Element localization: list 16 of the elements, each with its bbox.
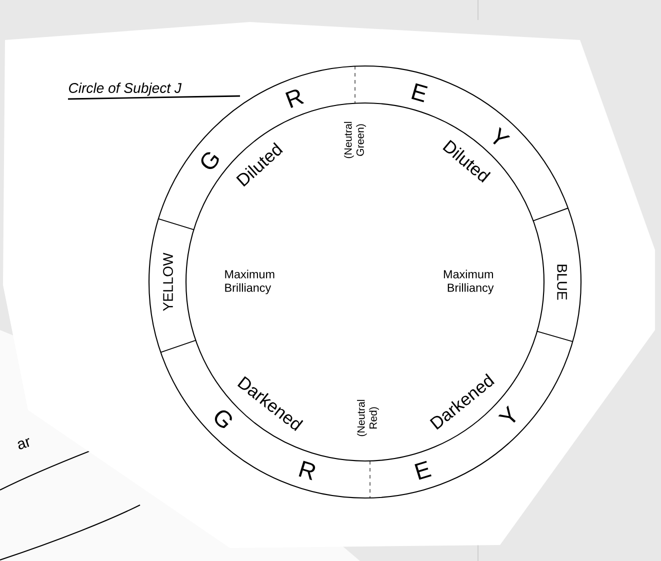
ring-label: Y — [493, 127, 510, 145]
ring-label: Y — [498, 406, 516, 423]
ring-label: G — [201, 152, 219, 170]
label: Maximum Brilliancy — [225, 270, 274, 294]
ring-label: E — [414, 460, 432, 480]
label: (Neutral Red) — [357, 400, 379, 436]
ring-label: YELLOW — [163, 252, 173, 311]
label: Maximum Brilliancy — [444, 270, 494, 294]
ring-label: R — [298, 460, 316, 480]
label: (Neutral Green) — [344, 122, 366, 158]
sheet-text: ar — [18, 438, 30, 450]
title: Circle of Subject J — [69, 82, 182, 96]
ring-label: E — [411, 83, 428, 102]
ring-label: R — [285, 90, 304, 108]
ring-label: G — [214, 410, 232, 428]
ring-label: BLUE — [557, 264, 567, 300]
